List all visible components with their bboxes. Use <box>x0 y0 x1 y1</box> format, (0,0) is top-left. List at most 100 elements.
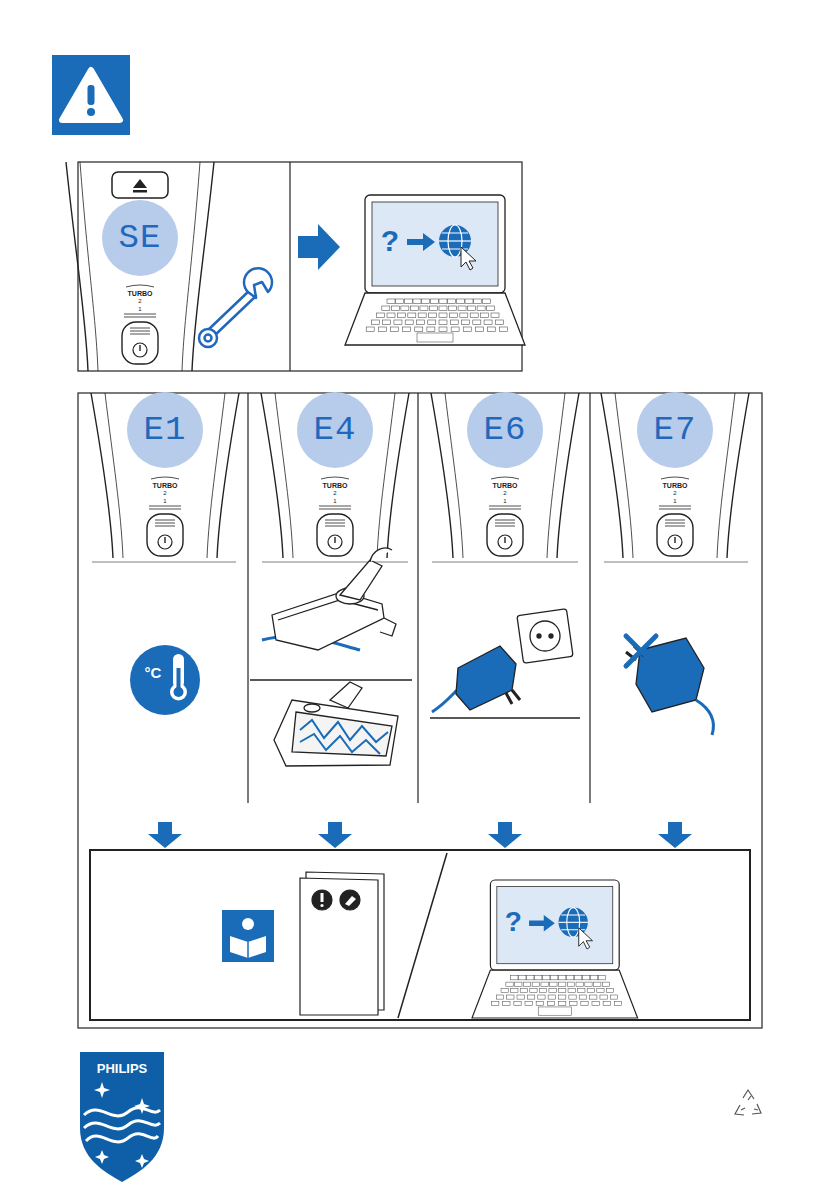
handle-drawing <box>495 520 515 521</box>
mode-label: TURBO <box>128 290 153 297</box>
warning-icon <box>52 55 130 135</box>
laptop-icon <box>594 982 601 986</box>
display-circle: E1 <box>127 392 203 468</box>
laptop-icon <box>539 989 546 993</box>
temperature-icon <box>130 645 200 715</box>
handle-drawing <box>328 535 342 549</box>
panel-frame <box>78 393 762 1028</box>
laptop-icon <box>517 995 524 999</box>
divider-line <box>92 561 236 563</box>
handle-drawing <box>124 314 156 315</box>
handle-drawing <box>387 393 409 558</box>
handle-drawing <box>727 393 749 558</box>
mode-number: 2 <box>503 490 506 496</box>
warning-icon <box>62 70 120 120</box>
handle-drawing <box>155 526 175 527</box>
handle-drawing <box>151 477 179 479</box>
laptop-icon <box>420 306 428 311</box>
mode-number: 2 <box>163 490 166 496</box>
laptop-icon <box>462 320 470 325</box>
laptop-icon <box>430 299 438 304</box>
handle-drawing <box>207 393 225 558</box>
laptop-icon <box>439 299 447 304</box>
flow-arrow <box>298 224 340 270</box>
laptop-icon <box>550 982 557 986</box>
handle-drawing <box>661 477 689 479</box>
laptop-icon <box>382 306 390 311</box>
handle-drawing <box>601 393 749 558</box>
handle-drawing <box>80 162 98 371</box>
wrench-icon <box>199 329 217 347</box>
laptop-icon <box>541 982 548 986</box>
wrench-icon <box>208 290 256 336</box>
laptop-icon <box>387 313 395 318</box>
laptop-icon <box>439 327 447 332</box>
handle-drawing <box>489 509 521 510</box>
handle-drawing <box>261 393 409 558</box>
handle-drawing <box>149 509 181 510</box>
manual-booklet <box>300 872 384 1015</box>
handle-drawing <box>601 393 623 558</box>
handle-drawing <box>668 535 682 549</box>
laptop-icon <box>543 976 550 980</box>
laptop-icon <box>523 982 530 986</box>
handle-drawing <box>657 514 693 556</box>
laptop-icon <box>561 915 585 930</box>
laptop-icon <box>570 1001 577 1005</box>
handle-drawing <box>431 393 453 558</box>
laptop-icon <box>581 1001 588 1005</box>
laptop-icon <box>503 1001 510 1005</box>
handle-drawing <box>139 345 140 351</box>
panel-frame <box>289 162 290 371</box>
laptop-icon <box>394 320 402 325</box>
laptop-icon <box>519 976 526 980</box>
panel-frame <box>78 162 762 1028</box>
laptop-icon <box>496 995 503 999</box>
adapter-socket <box>549 634 553 638</box>
laptop-icon <box>372 202 498 286</box>
laptop-icon <box>567 982 574 986</box>
handle-drawing <box>325 520 345 521</box>
laptop-icon <box>456 299 464 304</box>
display-circle: SE <box>102 200 178 276</box>
handle-drawing <box>498 535 512 549</box>
handle-drawing <box>321 477 349 479</box>
mode-label: TURBO <box>153 482 178 489</box>
nozzle-underside <box>330 682 362 708</box>
handle-drawing <box>124 317 156 318</box>
philips-logo <box>86 1134 158 1142</box>
laptop-icon <box>501 989 508 993</box>
adapter-unplugged <box>626 636 656 666</box>
laptop-icon <box>416 320 424 325</box>
nozzle-top <box>380 618 396 636</box>
adapter-unplugged <box>696 700 713 735</box>
handle-drawing <box>91 393 239 558</box>
adapter-socket <box>537 634 541 638</box>
handle-drawing <box>275 393 293 558</box>
divider-line <box>92 561 748 563</box>
mode-number: 2 <box>333 490 336 496</box>
handle-drawing <box>130 334 150 335</box>
laptop-icon <box>345 195 638 1018</box>
handle-drawing <box>504 537 505 543</box>
nozzle-top <box>370 548 392 562</box>
laptop-icon <box>585 982 592 986</box>
adapter-socket <box>517 609 573 663</box>
laptop-icon <box>429 313 437 318</box>
down-arrow <box>148 822 182 848</box>
laptop-icon <box>558 989 565 993</box>
laptop-icon <box>397 313 405 318</box>
down-arrow <box>488 822 522 848</box>
handle-drawing <box>665 523 685 524</box>
handle-drawing <box>487 514 523 556</box>
manual-booklet <box>320 904 323 907</box>
laptop-icon <box>422 299 430 304</box>
laptop-icon <box>482 299 490 304</box>
handle-drawing <box>659 506 691 507</box>
laptop-icon <box>538 1007 571 1015</box>
laptop-icon <box>491 313 499 318</box>
laptop-icon <box>488 327 496 332</box>
laptop-icon <box>566 976 573 980</box>
handle-drawing <box>334 537 335 543</box>
